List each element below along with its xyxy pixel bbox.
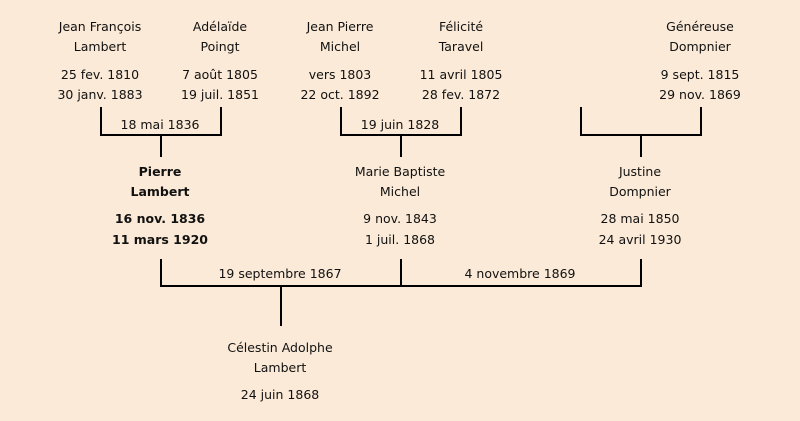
connector-line (160, 134, 162, 157)
connector-line (580, 107, 582, 136)
birth-date: 16 nov. 1836 (114, 211, 206, 226)
person-first-name: Adélaïde (192, 19, 248, 34)
connector-line (100, 107, 102, 136)
birth-date: 24 juin 1868 (240, 387, 320, 402)
connector-line (280, 285, 282, 326)
connector-line (400, 134, 402, 157)
person-first-name: Pierre (138, 164, 182, 179)
person-first-name: Félicité (438, 19, 484, 34)
marriage-date: 19 septembre 1867 (218, 266, 342, 281)
connector-line (700, 107, 702, 136)
marriage-date: 19 juin 1828 (360, 117, 440, 132)
person-first-name: Jean Pierre (306, 19, 374, 34)
connector-line (220, 107, 222, 136)
death-date: 24 avril 1930 (598, 232, 682, 247)
connector-line (160, 259, 162, 287)
death-date: 29 nov. 1869 (659, 87, 741, 102)
connector-line (460, 107, 462, 136)
person-last-name: Dompnier (669, 39, 731, 54)
person-last-name: Lambert (130, 184, 190, 199)
person-last-name: Lambert (73, 39, 127, 54)
connector-line (160, 285, 642, 287)
death-date: 30 janv. 1883 (57, 87, 143, 102)
person-last-name: Dompnier (609, 184, 671, 199)
birth-date: 11 avril 1805 (419, 67, 503, 82)
connector-line (640, 259, 642, 287)
birth-date: 9 nov. 1843 (363, 211, 437, 226)
birth-date: 28 mai 1850 (600, 211, 680, 226)
death-date: 22 oct. 1892 (300, 87, 380, 102)
person-last-name: Lambert (253, 360, 307, 375)
death-date: 1 juil. 1868 (364, 232, 436, 247)
death-date: 28 fev. 1872 (421, 87, 501, 102)
person-last-name: Michel (319, 39, 361, 54)
person-first-name: Généreuse (666, 19, 734, 34)
person-last-name: Taravel (438, 39, 484, 54)
birth-date: 7 août 1805 (182, 67, 258, 82)
person-first-name: Marie Baptiste (354, 164, 446, 179)
person-last-name: Michel (379, 184, 421, 199)
death-date: 11 mars 1920 (112, 232, 208, 247)
person-first-name: Justine (618, 164, 662, 179)
person-first-name: Jean François (58, 19, 142, 34)
marriage-date: 4 novembre 1869 (464, 266, 576, 281)
person-first-name: Célestin Adolphe (227, 340, 333, 355)
marriage-date: 18 mai 1836 (120, 117, 200, 132)
person-last-name: Poingt (200, 39, 240, 54)
birth-date: vers 1803 (308, 67, 372, 82)
connector-line (340, 107, 342, 136)
connector-line (400, 259, 402, 287)
birth-date: 25 fev. 1810 (60, 67, 140, 82)
death-date: 19 juil. 1851 (181, 87, 259, 102)
birth-date: 9 sept. 1815 (660, 67, 740, 82)
connector-line (640, 134, 642, 157)
